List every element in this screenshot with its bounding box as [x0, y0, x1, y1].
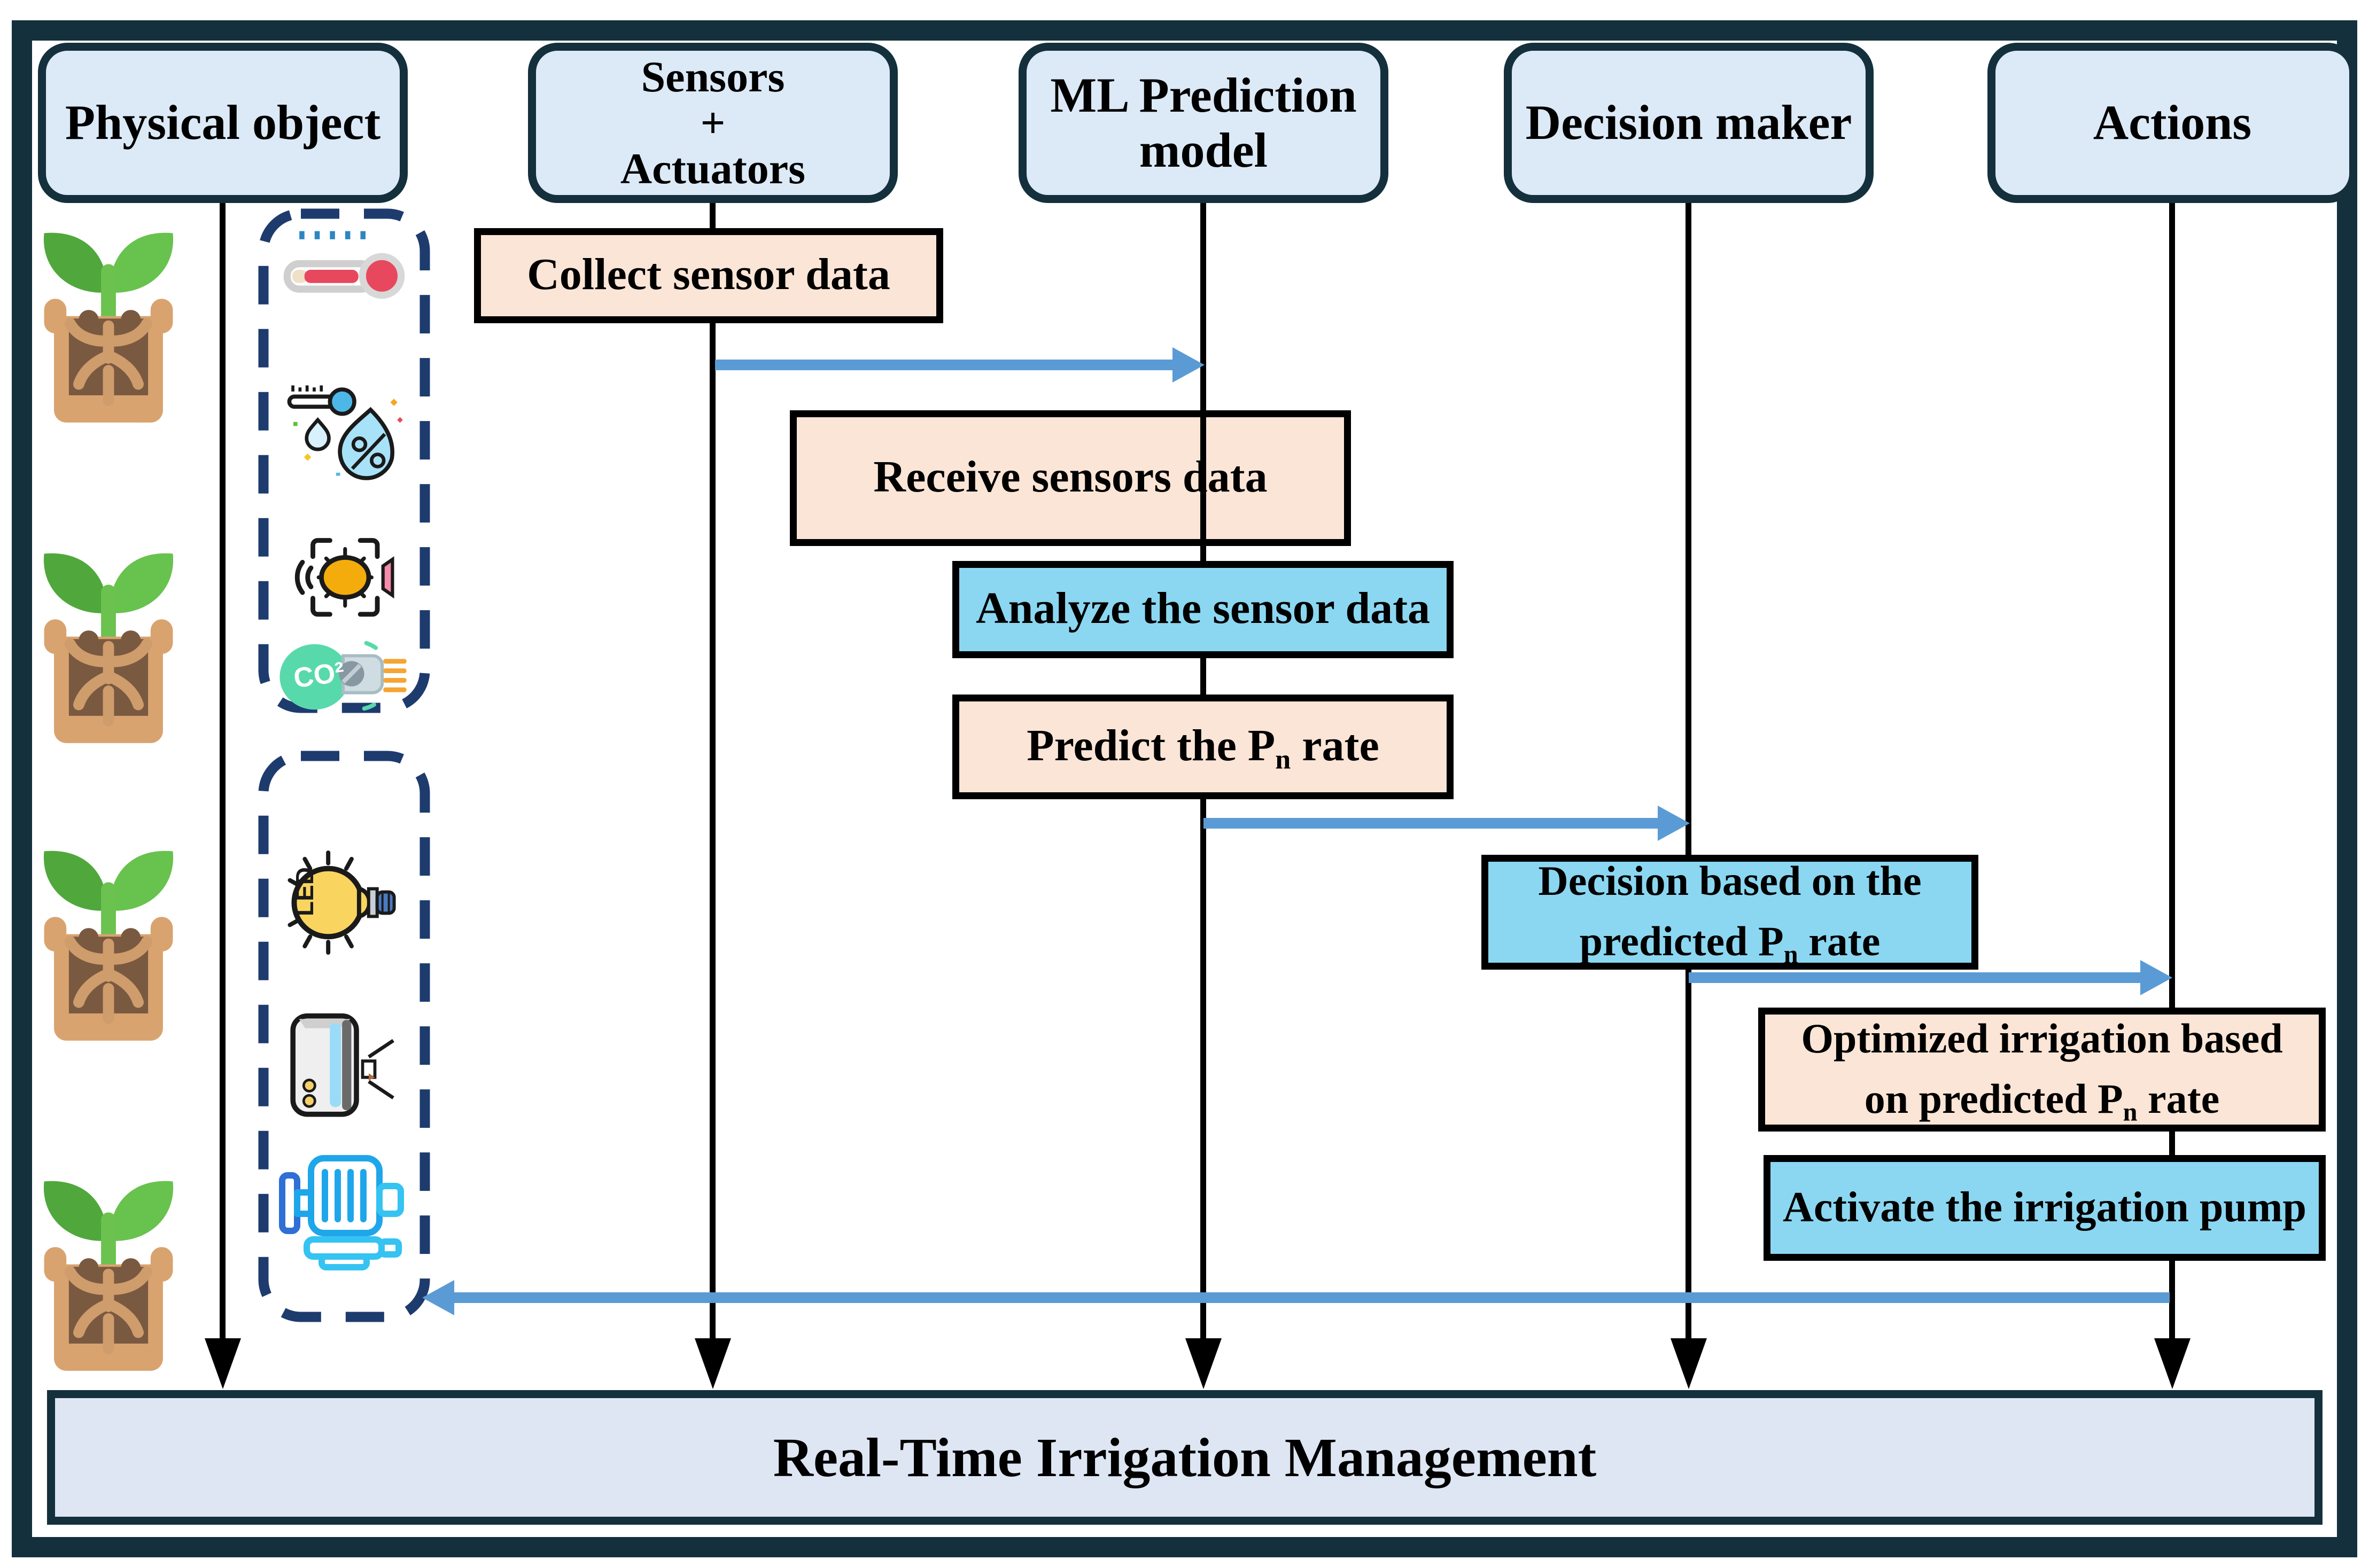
seedling-plant-icon — [34, 219, 183, 435]
arrow-ml-to-decision — [1203, 806, 1690, 841]
message-collect-sensor-data: Collect sensor data — [474, 228, 943, 323]
message-text: Analyze the sensor data — [975, 583, 1431, 634]
actor-label: Sensors + Actuators — [620, 52, 806, 193]
lifeline-arrowhead — [1185, 1338, 1222, 1389]
diagram-border — [12, 20, 2357, 1557]
message-decision-based-on-pn: Decision based on the predicted Pn rate — [1481, 855, 1978, 970]
lifeline-physical-object — [220, 200, 226, 1341]
actor-label: ML Prediction model — [1050, 67, 1357, 177]
seedling-plant-icon — [34, 1167, 183, 1384]
message-predict-pn-rate: Predict the Pn rate — [952, 695, 1454, 799]
actuators-group-outline — [258, 751, 430, 1322]
message-optimized-irrigation: Optimized irrigation based on predicted … — [1758, 1008, 2326, 1132]
lifeline-arrowhead — [695, 1338, 731, 1389]
lifeline-actions — [2169, 200, 2175, 1341]
actor-box-decision-maker: Decision maker — [1504, 43, 1874, 203]
footer-title: Real-Time Irrigation Management — [773, 1426, 1597, 1488]
led-grow-light-icon: LED — [275, 844, 414, 959]
sensors-group-outline — [258, 208, 430, 713]
actor-label: Decision maker — [1525, 95, 1852, 150]
message-activate-irrigation-pump: Activate the irrigation pump — [1764, 1155, 2326, 1261]
actor-label: Physical object — [65, 95, 381, 150]
light-sensor-icon — [294, 538, 394, 617]
temperature-sensor-icon — [283, 231, 405, 299]
message-analyze-sensor-data: Analyze the sensor data — [952, 561, 1454, 658]
arrow-decision-to-actions — [1689, 960, 2172, 995]
message-text: Activate the irrigation pump — [1783, 1183, 2306, 1231]
humidity-sensor-icon — [287, 385, 403, 480]
seedling-plant-icon — [34, 837, 183, 1054]
actor-box-physical-object: Physical object — [38, 43, 408, 203]
footer-bar: Real-Time Irrigation Management — [47, 1390, 2323, 1525]
message-text: Collect sensor data — [527, 249, 890, 300]
actor-label: Actions — [2093, 95, 2252, 150]
lifeline-sensors-actuators — [710, 200, 716, 1341]
lifeline-segment — [1200, 411, 1206, 545]
lifeline-arrowhead — [205, 1338, 241, 1389]
message-text: Optimized irrigation based on predicted … — [1801, 1015, 2283, 1127]
co2-sensor-icon: CO² — [275, 630, 414, 721]
message-text: Receive sensors data — [873, 452, 1268, 502]
lifeline-arrowhead — [1671, 1338, 1707, 1389]
irrigation-pump-icon — [279, 1155, 404, 1270]
message-text: Predict the Pn rate — [1027, 721, 1379, 776]
arrow-actions-to-pump — [422, 1280, 2170, 1315]
lifeline-arrowhead — [2154, 1338, 2191, 1389]
message-text: Decision based on the predicted Pn rate — [1538, 857, 1922, 969]
arrow-sensors-to-ml — [715, 347, 1205, 383]
message-receive-sensors-data: Receive sensors data — [790, 410, 1351, 546]
seedling-plant-icon — [34, 540, 183, 756]
air-conditioner-icon — [290, 1013, 394, 1117]
actor-box-actions: Actions — [1987, 43, 2357, 203]
lifeline-decision-maker — [1686, 200, 1691, 1341]
actor-box-sensors-actuators: Sensors + Actuators — [528, 43, 898, 203]
actor-box-ml-prediction-model: ML Prediction model — [1019, 43, 1388, 203]
